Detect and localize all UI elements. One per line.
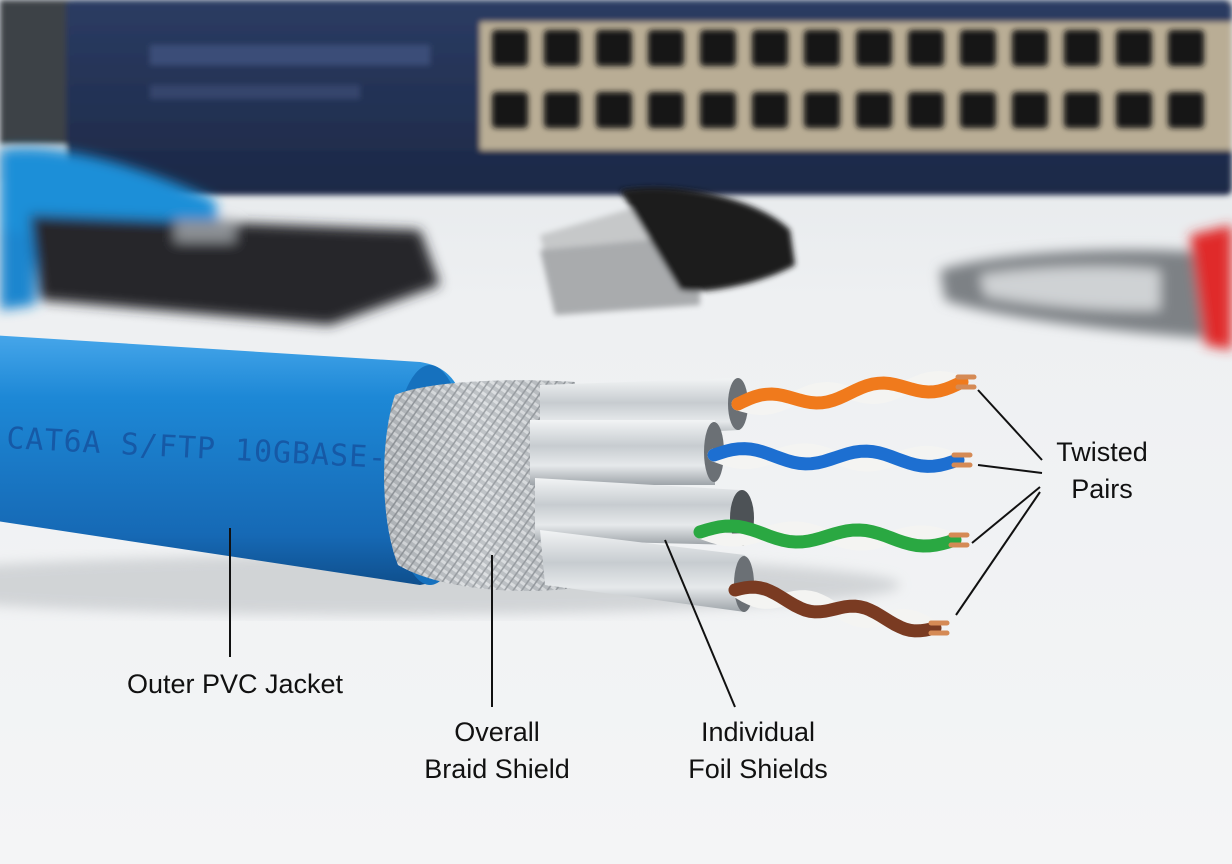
foil-shields-label-line2: Foil Shields (688, 754, 828, 784)
switch-port (596, 30, 632, 66)
outer-jacket-label-text: Outer PVC Jacket (126, 669, 344, 699)
switch-port (1012, 92, 1048, 128)
outer-jacket-label: Outer PVC Jacket (100, 666, 370, 703)
switch-port (596, 92, 632, 128)
switch-port (1168, 30, 1204, 66)
switch-port (1064, 92, 1100, 128)
crimp-tool (0, 148, 440, 325)
switch-port (960, 92, 996, 128)
braid-shield-label-line2: Braid Shield (424, 754, 570, 784)
switch-port (752, 92, 788, 128)
twisted-pairs-label-line2: Pairs (1071, 474, 1133, 504)
switch-port (908, 30, 944, 66)
switch-port (908, 92, 944, 128)
switch-port (1064, 30, 1100, 66)
switch-port (1116, 30, 1152, 66)
rj45-connector (540, 187, 795, 315)
braid-shield-label: Overall Braid Shield (402, 714, 592, 788)
switch-port (648, 30, 684, 66)
switch-port (960, 30, 996, 66)
twisted-pairs-label: Twisted Pairs (1040, 434, 1164, 508)
switch-port (752, 30, 788, 66)
braid-shield (384, 380, 575, 591)
twisted-pairs-label-line1: Twisted (1056, 437, 1148, 467)
blue-pair (707, 442, 973, 473)
switch-port (492, 30, 528, 66)
brown-pair (728, 580, 950, 638)
switch-port (544, 30, 580, 66)
switch-port (700, 30, 736, 66)
switch-port (648, 92, 684, 128)
orange-pair (731, 370, 977, 416)
switch-port (1168, 92, 1204, 128)
switch-port (492, 92, 528, 128)
switch-ports (492, 30, 1204, 128)
foil-shields-label: Individual Foil Shields (668, 714, 848, 788)
switch-port (856, 92, 892, 128)
switch-port (856, 30, 892, 66)
leader-lines (229, 389, 1043, 708)
green-pair (693, 519, 970, 553)
switch-port (804, 30, 840, 66)
foil-shields (530, 378, 754, 612)
switch-port (1116, 92, 1152, 128)
switch-port (700, 92, 736, 128)
braid-shield-label-line1: Overall (454, 717, 540, 747)
foil-shields-label-line1: Individual (700, 717, 816, 747)
twisted-pairs (693, 370, 977, 638)
switch-port (544, 92, 580, 128)
switch-port (804, 92, 840, 128)
stripper-tool (940, 225, 1232, 350)
switch-port (1012, 30, 1048, 66)
